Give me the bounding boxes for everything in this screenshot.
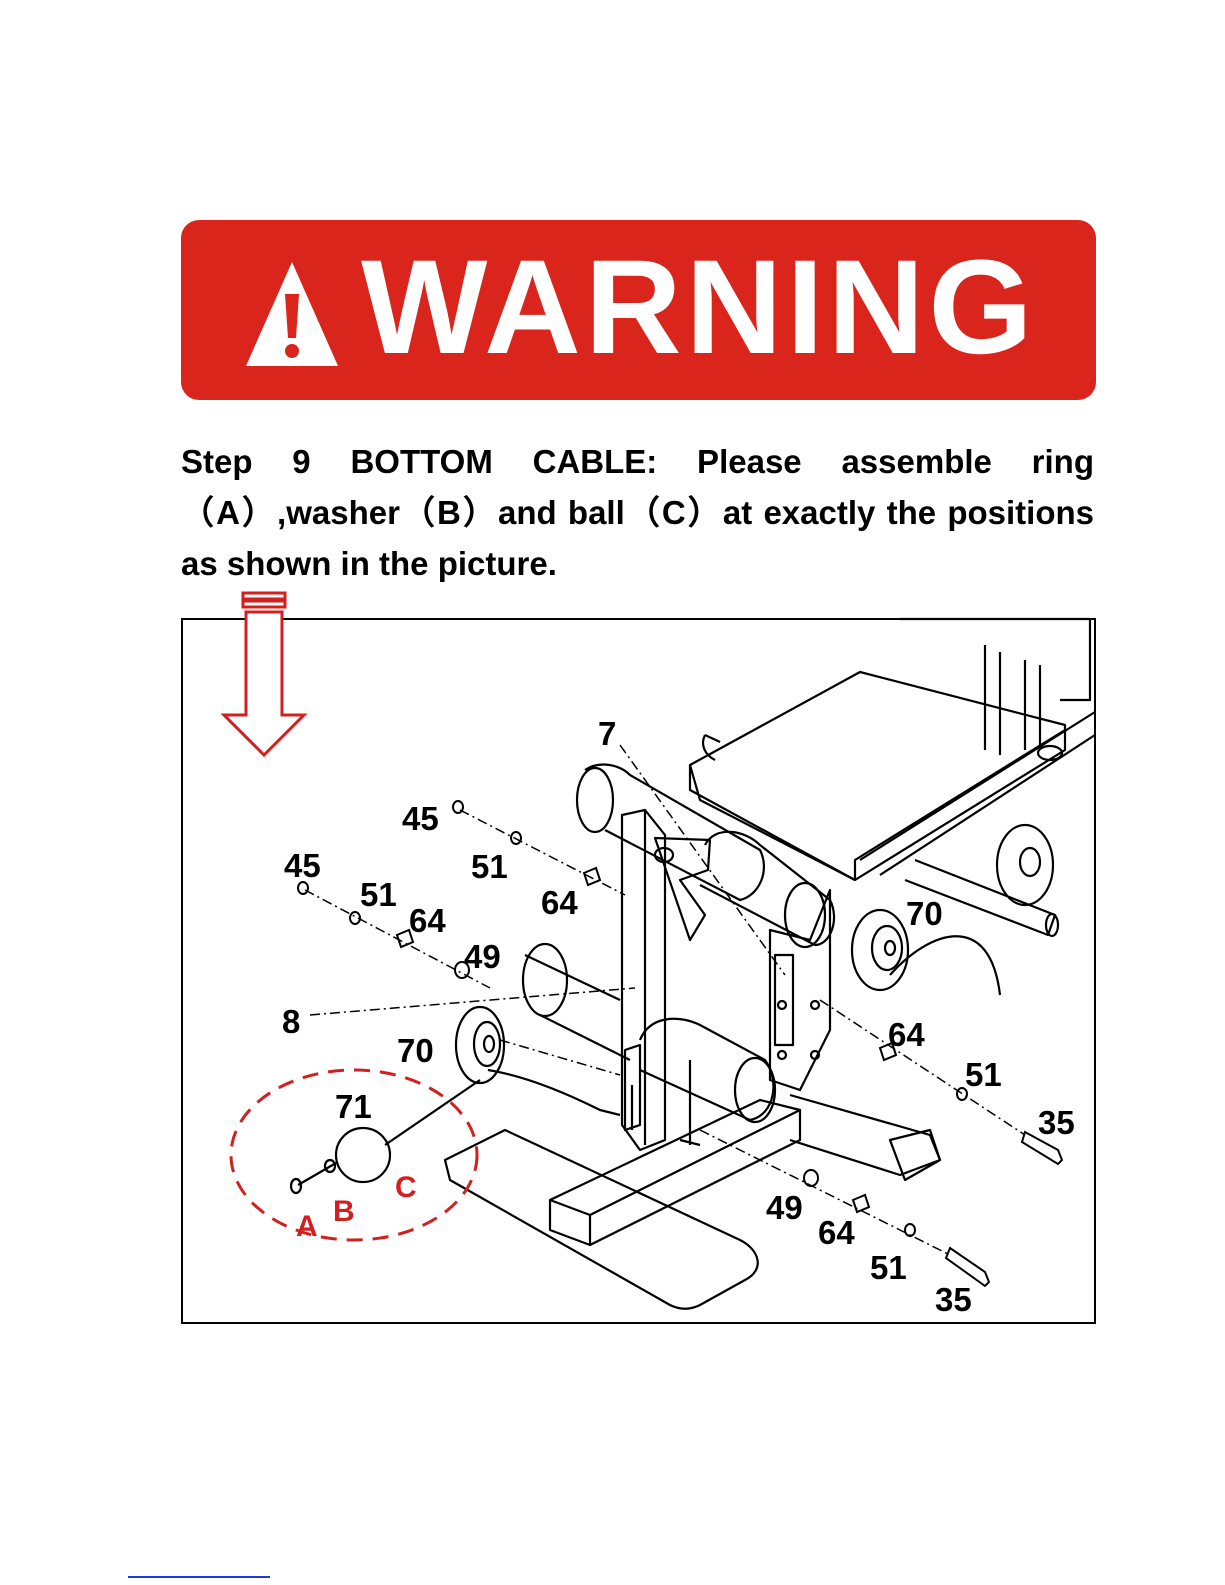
part-label: 64 xyxy=(409,902,446,939)
part-label: 49 xyxy=(464,938,501,975)
callout-a: A xyxy=(296,1210,318,1243)
part-label: 70 xyxy=(906,895,943,932)
part-label: 45 xyxy=(402,800,439,837)
part-label: 7 xyxy=(598,715,616,752)
part-label: 71 xyxy=(335,1088,372,1125)
part-label: 64 xyxy=(888,1016,925,1053)
part-label: 45 xyxy=(284,847,321,884)
footer-link-underline xyxy=(128,1576,270,1578)
callout-c: C xyxy=(395,1171,417,1204)
part-label: 51 xyxy=(360,876,397,913)
part-label: 49 xyxy=(766,1189,803,1226)
part-label: 51 xyxy=(870,1249,907,1286)
part-label: 64 xyxy=(818,1214,855,1251)
down-arrow-icon xyxy=(224,593,304,755)
part-label: 51 xyxy=(471,848,508,885)
part-label: 51 xyxy=(965,1056,1002,1093)
callout-b: B xyxy=(333,1195,355,1228)
part-label: 35 xyxy=(1038,1104,1075,1141)
part-label: 70 xyxy=(397,1032,434,1069)
part-label: 64 xyxy=(541,884,578,921)
part-label: 35 xyxy=(935,1281,972,1318)
part-label: 8 xyxy=(282,1003,300,1040)
